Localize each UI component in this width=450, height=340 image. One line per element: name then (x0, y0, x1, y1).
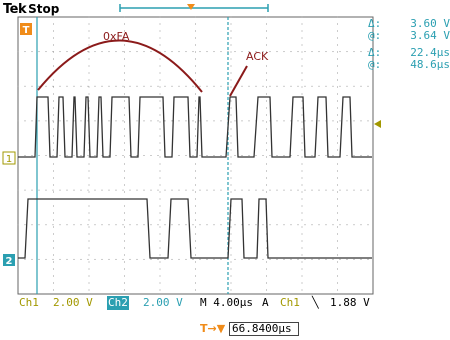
acquisition-mode: A (262, 296, 269, 309)
trigger-marker[interactable]: T (20, 23, 32, 36)
delta-symbol: Δ: (368, 46, 382, 59)
ch2-waveform (18, 198, 372, 259)
cursor-amplitude-delta: Δ: 3.60 V (368, 17, 450, 30)
delta-symbol: Δ: (368, 17, 382, 30)
ch1-scale[interactable]: 2.00 V (53, 296, 93, 309)
byte-value-label: 0xFA (103, 30, 130, 43)
ch1-waveform (18, 96, 372, 158)
ack-pointer-line (229, 65, 248, 97)
ch2-ground-marker[interactable]: 2 (3, 254, 15, 267)
trigger-position-icon-label: T (200, 322, 208, 335)
trigger-slope-icon[interactable]: ╲ (312, 296, 319, 309)
brand-logo: Tek (3, 2, 27, 17)
byte-bracket-arc (37, 39, 203, 93)
at-symbol: @: (368, 58, 382, 71)
record-view-bar (119, 4, 269, 12)
trigger-position-readout[interactable]: 66.8400μs (229, 322, 299, 336)
timebase[interactable]: M 4.00μs (200, 296, 253, 309)
amplitude-at-value: 3.64 V (410, 29, 450, 42)
cursor-time-delta: Δ: 22.4μs (368, 46, 450, 59)
time-delta-value: 22.4μs (410, 46, 450, 59)
ch2-scale[interactable]: 2.00 V (143, 296, 183, 309)
time-at-value: 48.6μs (410, 58, 450, 71)
trigger-marker-label: T (23, 25, 30, 36)
trigger-position-icon: T→▼ (200, 322, 226, 335)
ch1-label[interactable]: Ch1 (19, 296, 39, 309)
cursor-amplitude-at: @: 3.64 V (368, 29, 450, 42)
ch2-label[interactable]: Ch2 (107, 296, 129, 310)
trigger-level-arrow-icon[interactable] (374, 120, 381, 128)
trigger-level[interactable]: 1.88 V (330, 296, 370, 309)
trigger-position-marker-icon (187, 4, 195, 10)
at-symbol: @: (368, 29, 382, 42)
status-bar: Ch1 2.00 V Ch2 2.00 V M 4.00μs A Ch1 ╲ 1… (0, 296, 450, 310)
ch1-marker-label: 1 (6, 154, 12, 165)
amplitude-delta-value: 3.60 V (410, 17, 450, 30)
ack-label: ACK (246, 50, 269, 63)
trigger-source[interactable]: Ch1 (280, 296, 300, 309)
ch1-ground-marker[interactable]: 1 (2, 151, 16, 165)
acquisition-state: Stop (28, 2, 60, 16)
ch2-marker-label: 2 (6, 256, 13, 267)
cursor-time-at: @: 48.6μs (368, 58, 450, 71)
